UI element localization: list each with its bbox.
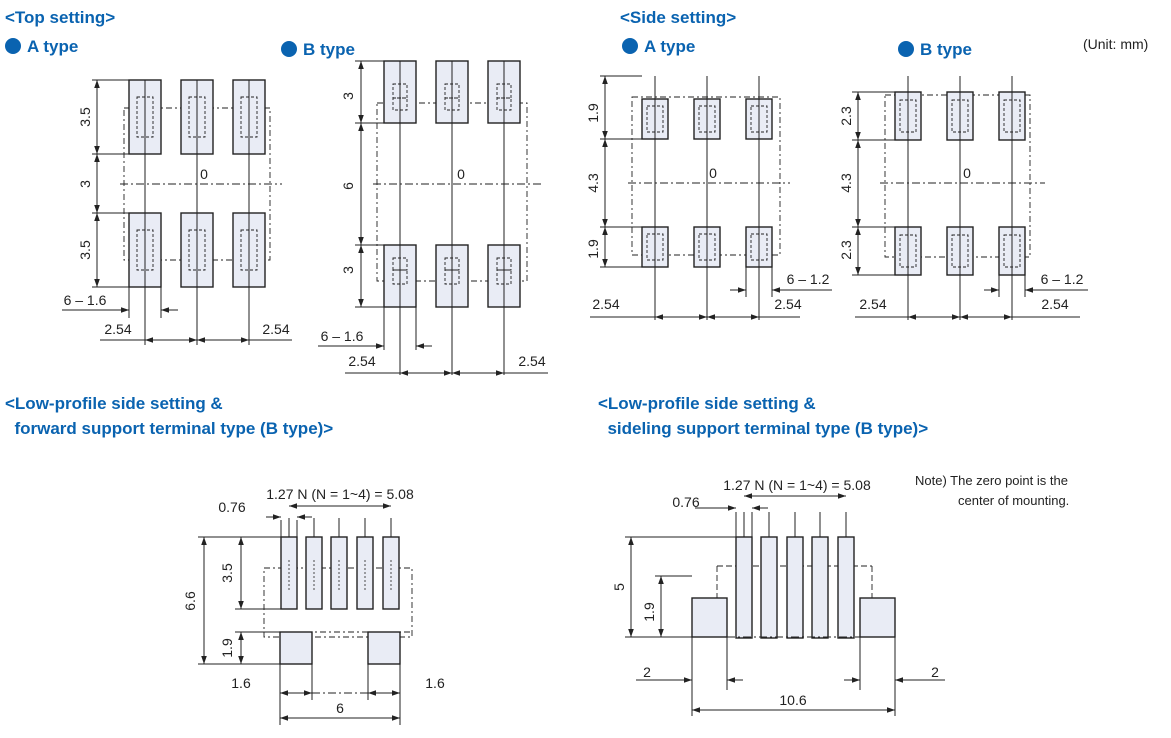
dimension-label: 6 [340,182,356,190]
heading-low-profile-sideling: <Low-profile side setting & sideling sup… [598,394,929,438]
subheading-top-a-type: A type [5,37,78,57]
note-line-1: Note) The zero point is the [915,473,1068,488]
dimension-label: 2.54 [859,296,886,312]
dimension-label: 6.6 [182,591,198,611]
dimension-label: 1.9 [641,602,657,622]
dimension-label: 1.9 [585,239,601,259]
terminal-pad [760,536,778,639]
dimension-label: 2.3 [838,106,854,126]
dimension-label: 2 [643,664,651,680]
dimension-label: 2.54 [592,296,619,312]
dimension-label: 2 [931,664,939,680]
pitch-label: 1.27 N (N = 1~4) = 5.08 [266,486,414,502]
pad-count-label: 6 – 1.2 [1041,271,1084,287]
terminal-pad [811,536,829,639]
bullet-icon [281,41,297,57]
dimension-label: 3 [77,180,93,188]
bullet-icon [5,38,21,54]
terminal-pad [786,536,804,639]
zero-label: 0 [963,165,971,181]
dimension-label: 1.6 [425,675,445,691]
dimension-label: 1.9 [585,103,601,123]
dimension-label: 2.3 [838,240,854,260]
dimension-label: 0.76 [218,499,245,515]
pitch-label: 1.27 N (N = 1~4) = 5.08 [723,477,871,493]
unit-label: (Unit: mm) [1083,36,1149,52]
dimension-label: 3 [340,92,356,100]
support-pad [859,597,896,638]
dimension-label: 4.3 [585,173,601,193]
dimension-label: 2.54 [1041,296,1068,312]
dimension-label: 3.5 [219,563,235,583]
heading-top-setting: <Top setting> [5,8,116,27]
dimension-label: 2.54 [774,296,801,312]
terminal-pad [735,536,753,639]
support-pad [367,631,401,665]
heading-side-setting: <Side setting> [620,8,737,27]
dimension-label: 5 [611,583,627,591]
pad-count-label: 6 – 1.6 [321,328,364,344]
dimension-label: 2.54 [518,353,545,369]
dimension-label: 3.5 [77,107,93,127]
subheading-top-b-type: B type [281,40,355,60]
bullet-icon [622,38,638,54]
bullet-icon [898,41,914,57]
zero-label: 0 [709,165,717,181]
support-pad [691,597,728,638]
dimension-label: 3.5 [77,240,93,260]
zero-label: 0 [200,166,208,182]
dimension-label: 2.54 [348,353,375,369]
support-pad [279,631,313,665]
dimension-label: 2.54 [262,321,289,337]
zero-label: 0 [457,166,465,182]
dimension-label: 6 [336,700,344,716]
subheading-side-a-type: A type [622,37,695,57]
heading-low-profile-forward: <Low-profile side setting & forward supp… [5,394,334,438]
pad-count-label: 6 – 1.2 [787,271,830,287]
dimension-label: 2.54 [104,321,131,337]
terminal-pad [837,536,855,639]
subheading-side-b-type: B type [898,40,972,60]
note-line-2: center of mounting. [958,493,1070,508]
dimension-label: 1.9 [219,638,235,658]
dimension-label: 0.76 [672,494,699,510]
dimension-label: 10.6 [779,692,806,708]
dimension-label: 3 [340,266,356,274]
pad-count-label: 6 – 1.6 [64,292,107,308]
dimension-label: 1.6 [231,675,251,691]
dimension-label: 4.3 [838,173,854,193]
